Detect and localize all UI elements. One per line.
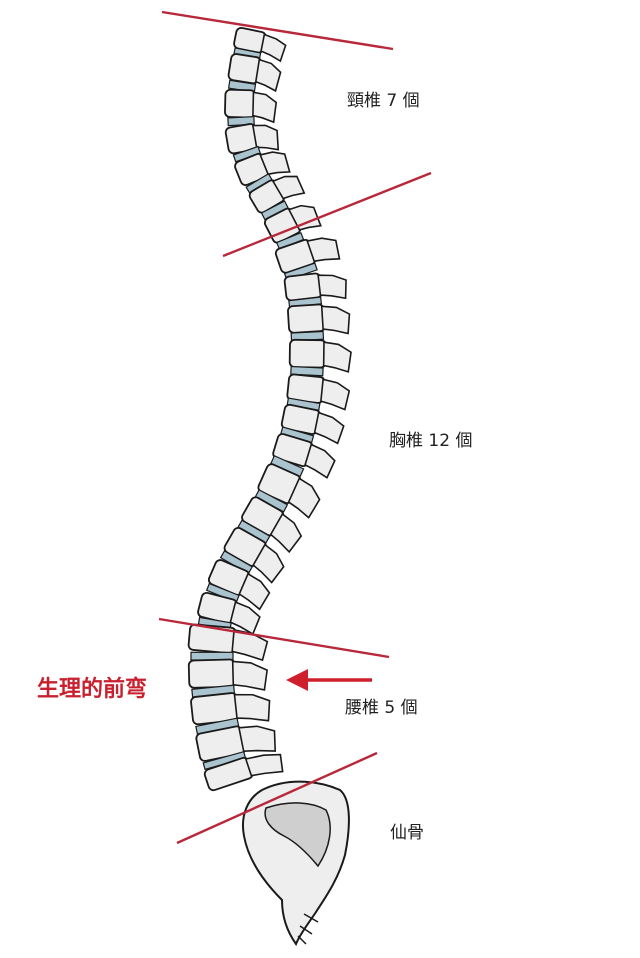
- vertebral-body: [287, 303, 326, 334]
- vertebra: [233, 27, 287, 63]
- spinous-process: [287, 477, 321, 519]
- vertebral-body: [288, 338, 327, 369]
- spinous-process: [252, 91, 278, 124]
- vertebra: [195, 725, 277, 762]
- vertebra: [234, 151, 291, 186]
- coccyx-segments: [297, 913, 319, 945]
- vertebra: [203, 753, 284, 792]
- vertebra: [248, 175, 306, 214]
- divider-line-cervical-thoracic: [222, 171, 432, 258]
- spinous-process: [317, 274, 347, 300]
- vertebra: [287, 303, 351, 335]
- spinous-process: [233, 693, 271, 722]
- vertebra: [283, 272, 347, 302]
- spinous-process: [260, 33, 287, 63]
- label-thoracic: 胸椎 12 個: [389, 431, 473, 451]
- spinous-process: [271, 175, 306, 200]
- spinous-process: [231, 660, 269, 691]
- spinous-process: [322, 341, 352, 373]
- vertebral-body: [283, 272, 323, 302]
- vertebra: [227, 53, 282, 93]
- sacrum-inner-shade: [264, 802, 331, 868]
- label-lumbar: 腰椎 5 個: [345, 698, 418, 718]
- vertebral-body: [224, 88, 257, 119]
- vertebra: [257, 463, 321, 519]
- spinous-process: [320, 378, 351, 411]
- vertebra: [286, 373, 351, 411]
- spinous-process: [320, 305, 351, 335]
- label-sacrum: 仙骨: [390, 823, 424, 843]
- vertebra: [274, 237, 341, 274]
- spinous-process: [269, 512, 303, 554]
- spinous-process: [252, 543, 285, 584]
- vertebra: [190, 692, 271, 726]
- divider-line-lumbar-sacrum: [176, 751, 378, 845]
- vertebra: [187, 623, 269, 662]
- label-lordosis: 生理的前弯: [37, 677, 148, 702]
- spinous-process: [287, 204, 322, 231]
- spinous-process: [254, 58, 282, 93]
- label-cervical: 頸椎 7 個: [347, 91, 420, 111]
- arrow-left-icon: [286, 669, 372, 691]
- vertebrae-group: [187, 27, 352, 792]
- divider-line-top: [161, 10, 394, 51]
- spinous-process: [244, 753, 284, 777]
- vertebra: [280, 403, 345, 445]
- region-divider-lines: [158, 10, 432, 845]
- vertebra: [263, 204, 322, 244]
- vertebral-body: [187, 658, 237, 689]
- spinous-process: [306, 237, 341, 263]
- spinous-process: [238, 725, 277, 753]
- sacrum-bone: [242, 780, 350, 947]
- spinous-process: [304, 443, 336, 479]
- vertebra: [224, 88, 278, 124]
- spinous-process: [313, 411, 345, 445]
- spinous-process: [238, 572, 271, 611]
- divider-line-thoracic-lumbar: [158, 617, 390, 659]
